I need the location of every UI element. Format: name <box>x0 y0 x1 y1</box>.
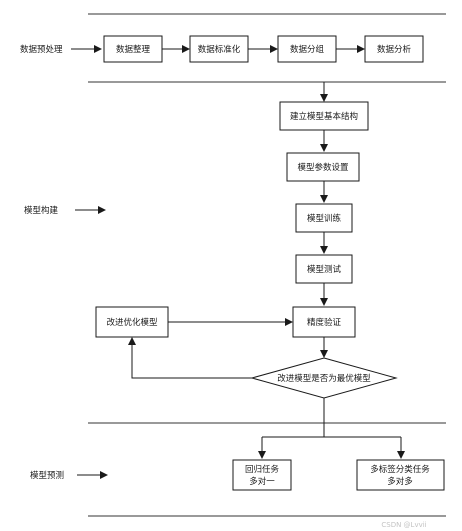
node-multilabel-task-line2: 多对多 <box>387 476 413 487</box>
node-model-train-label: 模型训练 <box>307 213 342 224</box>
watermark: CSDN @Lvvii <box>381 521 426 529</box>
decision-label: 改进模型是否为最优模型 <box>277 373 371 384</box>
node-multilabel-task-line1: 多标签分类任务 <box>370 464 430 475</box>
node-improve-model-label: 改进优化模型 <box>106 317 158 328</box>
node-multilabel-task <box>356 459 445 491</box>
stage-label-build: 模型构建 <box>24 205 59 216</box>
stage-label-predict: 模型预测 <box>30 470 64 481</box>
node-data-standardize-label: 数据标准化 <box>198 44 241 55</box>
node-accuracy-validate <box>292 306 356 338</box>
node-param-settings <box>286 152 360 182</box>
node-regression-task-line2: 多对一 <box>249 476 275 487</box>
node-regression-task-line1: 回归任务 <box>245 464 280 475</box>
node-build-structure <box>279 101 369 131</box>
node-build-structure-label: 建立模型基本结构 <box>290 111 358 122</box>
node-data-standardize <box>189 35 249 63</box>
node-data-analysis <box>364 35 424 63</box>
node-data-analysis-label: 数据分析 <box>377 44 412 55</box>
node-accuracy-validate-label: 精度验证 <box>307 317 342 328</box>
node-model-test <box>295 254 353 284</box>
edge-decision-improve <box>128 337 252 379</box>
node-regression-task <box>232 459 292 491</box>
node-param-settings-label: 模型参数设置 <box>297 162 349 173</box>
node-data-organize <box>103 35 163 63</box>
node-model-test-label: 模型测试 <box>307 264 342 275</box>
node-data-organize-label: 数据整理 <box>116 44 151 55</box>
node-data-grouping <box>277 35 337 63</box>
node-data-grouping-label: 数据分组 <box>290 44 325 55</box>
node-model-train <box>295 203 353 233</box>
stage-label-preprocess: 数据预处理 <box>20 44 63 55</box>
